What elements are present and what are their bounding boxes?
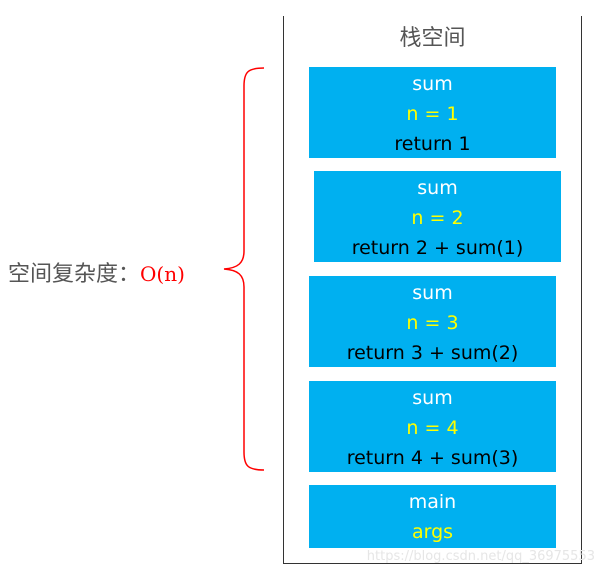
space-complexity-label: 空间复杂度： — [8, 262, 141, 287]
frame-variable: n = 1 — [406, 103, 459, 125]
frame-variable: n = 2 — [411, 207, 464, 229]
frame-function-name: sum — [412, 73, 453, 95]
watermark: https://blog.csdn.net/qq_36975553 — [366, 549, 595, 564]
stack-frame-sum-1: sum n = 1 return 1 — [309, 67, 556, 158]
frame-return: return 1 — [394, 133, 471, 155]
stack-space-title: 栈空间 — [399, 26, 466, 51]
stack-frame-sum-2: sum n = 2 return 2 + sum(1) — [314, 171, 561, 262]
frame-variable: n = 3 — [406, 312, 459, 334]
frame-function-name: sum — [417, 177, 458, 199]
frame-function-name: sum — [412, 282, 453, 304]
frame-return: return 4 + sum(3) — [346, 447, 519, 469]
frame-function-name: sum — [412, 387, 453, 409]
frame-return: return 2 + sum(1) — [351, 237, 524, 259]
space-complexity-value: O(n) — [140, 262, 185, 286]
stack-space-container: 栈空间 — [283, 16, 582, 564]
frame-function-name: main — [408, 491, 457, 513]
frame-variable: args — [411, 521, 454, 543]
stack-frame-sum-3: sum n = 3 return 3 + sum(2) — [309, 276, 556, 367]
space-complexity-annotation: 空间复杂度：O(n) — [8, 256, 185, 288]
stack-frame-main: main args — [309, 485, 556, 548]
curly-brace-icon — [223, 67, 265, 471]
frame-variable: n = 4 — [406, 417, 459, 439]
stack-frame-sum-4: sum n = 4 return 4 + sum(3) — [309, 381, 556, 472]
frame-return: return 3 + sum(2) — [346, 342, 519, 364]
